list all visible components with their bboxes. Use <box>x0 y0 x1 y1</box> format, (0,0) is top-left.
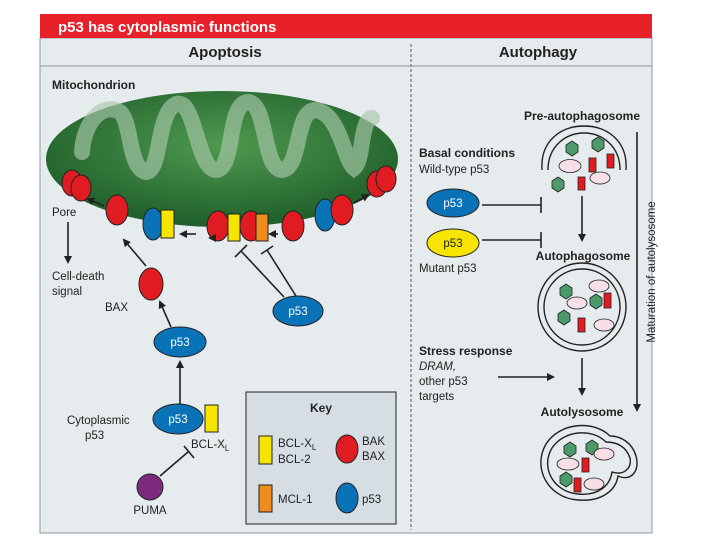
bak-bax-protein <box>330 194 354 226</box>
pore-label: Pore <box>52 207 76 219</box>
title-bar <box>40 14 652 38</box>
autolysosome-label: Autolysosome <box>541 405 624 419</box>
stress-label-4: targets <box>419 391 454 403</box>
bak-bax-protein <box>281 210 305 242</box>
pre-autophagosome-label: Pre-autophagosome <box>524 109 640 123</box>
p53-bound-label: p53 <box>168 414 187 426</box>
arrow-to-pore-left <box>86 197 105 207</box>
pore-complex-right <box>366 165 397 198</box>
autophagosome-label: Autophagosome <box>536 249 631 263</box>
apoptosis-header: Apoptosis <box>188 44 261 61</box>
pore-complex-left <box>61 169 92 202</box>
bax-label: BAX <box>105 302 128 314</box>
inhibit-bclxl <box>240 250 285 298</box>
bclxl-bound <box>204 404 219 433</box>
p53-mutant <box>426 228 480 258</box>
inhibit-bar-puma <box>183 445 195 459</box>
key-mcl1-label: MCL-1 <box>278 494 313 506</box>
cytoplasmic-label-1: Cytoplasmic <box>67 415 130 427</box>
bclxl-mito-protein <box>160 209 175 239</box>
p53-label: p53 <box>170 337 189 349</box>
p53-cytoplasmic-active <box>153 326 207 358</box>
cytoplasmic-label-2: p53 <box>85 430 104 442</box>
inhibit-mcl1 <box>266 249 297 297</box>
stress-label-3: other p53 <box>419 376 468 388</box>
inhibit-bclxl-by-puma <box>159 451 189 477</box>
key-bak-swatch <box>335 434 359 464</box>
arrow-bax-to-membrane <box>122 238 147 267</box>
inhibit-bar-mcl1 <box>260 245 274 255</box>
autolysosome <box>540 424 638 501</box>
basal-label-1: Basal conditions <box>419 146 515 160</box>
p53-wildtype <box>426 188 480 218</box>
bax-protein <box>138 267 164 301</box>
autophagy-header: Autophagy <box>499 44 578 61</box>
key-bax-label: BAX <box>362 451 385 463</box>
p53-wildtype-label: p53 <box>443 198 462 210</box>
key-bak-label: BAK <box>362 436 385 448</box>
puma-protein <box>136 473 164 501</box>
mitochondrion <box>46 91 398 227</box>
pre-autophagosome <box>541 125 627 193</box>
figure-title: p53 has cytoplasmic functions <box>58 19 276 36</box>
key-mcl1-swatch <box>258 484 273 513</box>
key-bcl2-label: BCL-2 <box>278 454 311 466</box>
bclxl-mito-protein <box>227 213 241 242</box>
cell-death-label-2: signal <box>52 286 82 298</box>
stress-label-2: DRAM, <box>419 361 456 373</box>
bak-bax-protein <box>206 210 230 242</box>
key-p53-swatch <box>335 482 359 514</box>
arrow-to-pore-right <box>353 194 370 204</box>
arrow-p53-to-bax <box>158 300 172 328</box>
mutant-label: Mutant p53 <box>419 263 477 275</box>
basal-label-2: Wild-type p53 <box>419 164 489 176</box>
key-bcl-label: BCL-XL <box>278 438 317 452</box>
inhibit-bar-bclxl <box>234 244 248 258</box>
bclxl-bound-label: BCL-XL <box>191 439 230 453</box>
stress-label-1: Stress response <box>419 344 513 358</box>
autophagosome <box>537 262 627 352</box>
puma-label: PUMA <box>133 505 167 517</box>
p53-bound <box>152 403 204 435</box>
p53-inhibitor <box>272 295 324 327</box>
p53-mito-protein <box>142 207 164 241</box>
key-title: Key <box>310 401 332 415</box>
p53-inhibitor-label: p53 <box>288 306 307 318</box>
cell-death-label: Cell-death <box>52 271 104 283</box>
maturation-label: Maturation of autolysosome <box>646 201 658 342</box>
bak-bax-protein <box>105 194 129 226</box>
key-box: Key BCL-XL BCL-2 BAK BAX MCL-1 p53 <box>245 391 397 525</box>
mcl1-mito-protein <box>255 213 269 242</box>
mitochondrion-label: Mitochondrion <box>52 78 135 92</box>
key-p53-label: p53 <box>362 494 381 506</box>
key-bcl-swatch <box>258 435 273 465</box>
p53-mutant-label: p53 <box>443 238 462 250</box>
